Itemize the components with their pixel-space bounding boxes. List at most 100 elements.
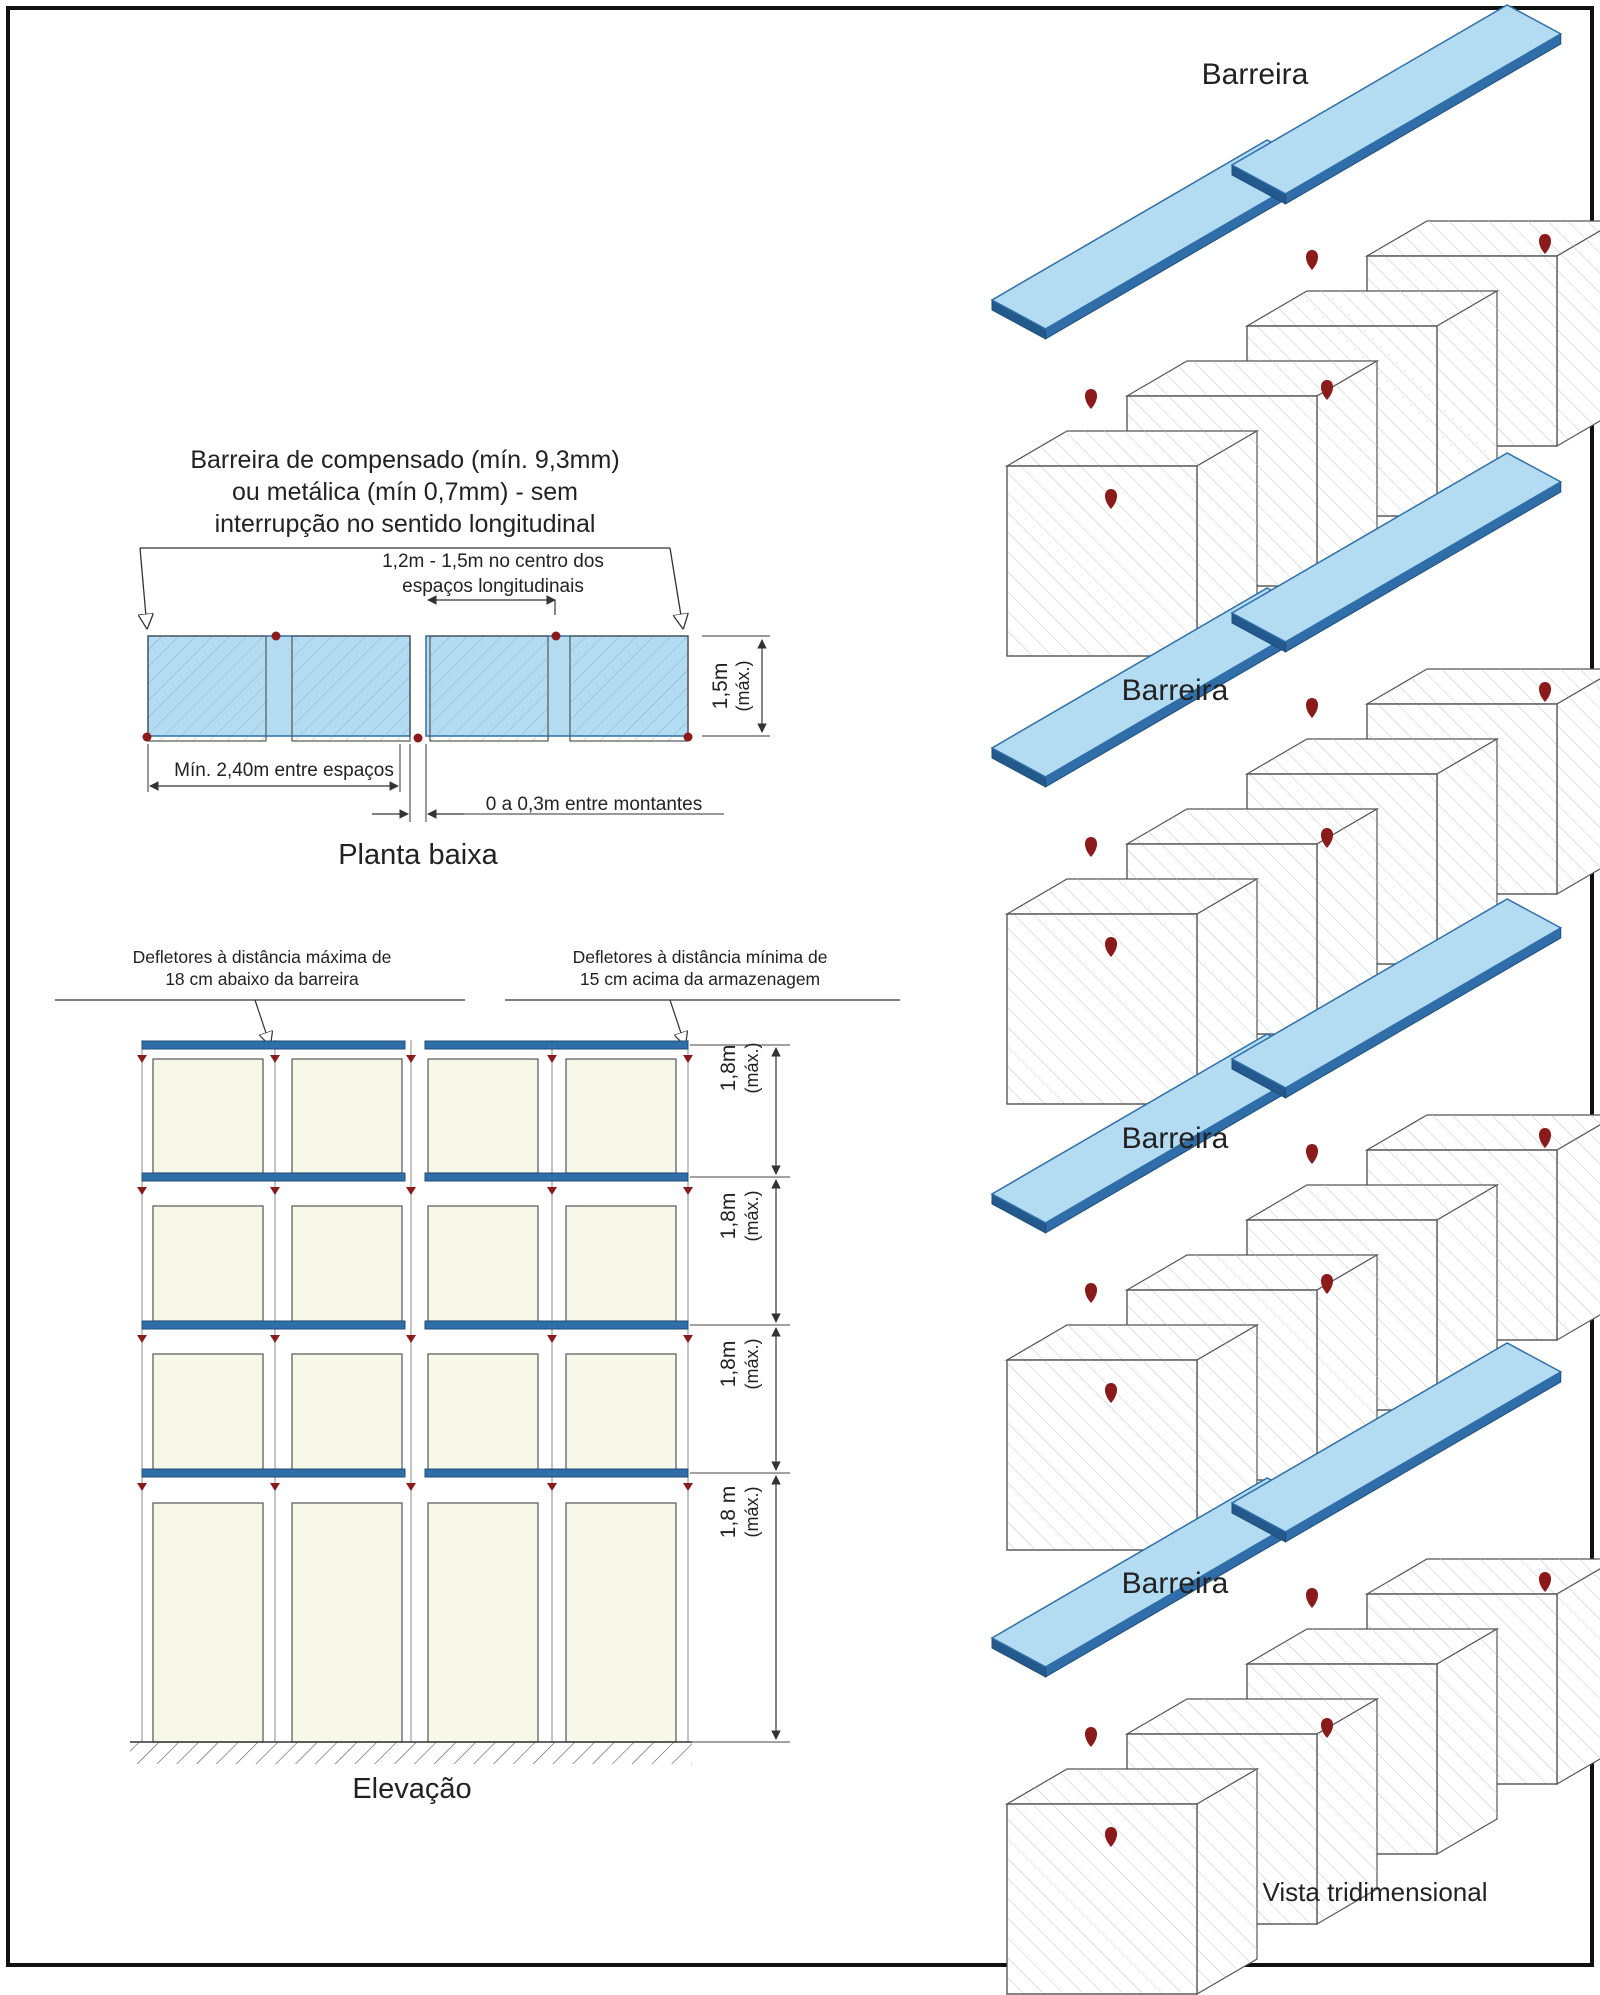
- deflector-max-line-1: Defletores à distância máxima de: [133, 947, 392, 967]
- elevation-storage-block: [565, 1353, 677, 1471]
- elevation-storage-block: [427, 1058, 539, 1174]
- plan-storage-1: [147, 635, 267, 742]
- plan-height-label: 1,5m: [709, 663, 732, 710]
- elevation-sprinkler: [406, 1187, 416, 1195]
- three-d-cube-side-hatch: [1197, 879, 1257, 1104]
- elevation-sprinkler: [406, 1055, 416, 1063]
- three-d-cube-front-hatch: [1006, 1803, 1198, 1995]
- three-d-cube-front-hatch: [1006, 465, 1198, 657]
- three-d-barrier-slab: [1230, 898, 1563, 1089]
- three-d-barrier-slab: [1230, 452, 1563, 643]
- elevation-storage-block: [565, 1205, 677, 1322]
- three-d-sprinkler: [1320, 380, 1334, 400]
- three-d-sprinkler: [1104, 489, 1118, 509]
- three-d-cube-side-hatch: [1557, 678, 1600, 894]
- elevation-storage-block: [152, 1058, 264, 1174]
- plan-title: Planta baixa: [338, 839, 498, 871]
- elevation-sprinkler: [270, 1483, 280, 1491]
- three-d-sprinkler: [1538, 234, 1552, 254]
- deflector-max-line-2: 18 cm abaixo da barreira: [165, 969, 359, 989]
- elevation-storage-block: [427, 1502, 539, 1743]
- three-d-cube-front-hatch: [1006, 1359, 1198, 1551]
- three-d-cube-top-hatch: [1127, 1255, 1377, 1290]
- elevation-sprinkler: [683, 1335, 693, 1343]
- plan-sprinkler-4: [551, 631, 561, 641]
- elevation-sprinkler: [137, 1187, 147, 1195]
- elevation-barrier-bar: [424, 1468, 689, 1478]
- three-d-sprinkler: [1084, 1727, 1098, 1747]
- elevation-sprinkler: [270, 1055, 280, 1063]
- elevation-sprinkler: [406, 1483, 416, 1491]
- elevation-title: Elevação: [352, 1773, 471, 1805]
- elevation-sprinkler: [683, 1483, 693, 1491]
- plan-storage-3: [429, 635, 549, 742]
- elevation-storage-block: [565, 1058, 677, 1174]
- plan-storage-4: [569, 635, 689, 742]
- three-d-sprinkler: [1305, 1588, 1319, 1608]
- elevation-rack: [137, 1040, 790, 1743]
- three-d-cube-side-hatch: [1317, 809, 1377, 1034]
- elevation-barrier-bar: [141, 1040, 406, 1050]
- plan-sprinkler-1: [142, 732, 152, 742]
- three-d-sprinkler: [1084, 1283, 1098, 1303]
- three-d-sprinkler: [1538, 1128, 1552, 1148]
- elevation-barrier-bar: [424, 1320, 689, 1330]
- elevation-sprinkler: [547, 1187, 557, 1195]
- three-d-sprinkler: [1538, 682, 1552, 702]
- three-d-cube-side-hatch: [1557, 1568, 1600, 1784]
- three-d-cube-front-hatch: [1006, 913, 1198, 1105]
- elevation-barrier-bar: [141, 1320, 406, 1330]
- three-d-cube-side-hatch: [1557, 1124, 1600, 1340]
- level-1-sub: (máx.): [742, 1043, 762, 1094]
- three-d-cube-top-hatch: [1247, 291, 1497, 326]
- three-d-cube-side-hatch: [1557, 230, 1600, 446]
- plan-min-spacing: Mín. 2,40m entre espaços: [174, 760, 394, 781]
- three-d-cube-top-hatch: [1007, 431, 1257, 466]
- three-d-cube-top-hatch: [1127, 361, 1377, 396]
- elevation-sprinkler: [270, 1187, 280, 1195]
- elevation-sprinkler: [547, 1335, 557, 1343]
- level-2-height: 1,8m: [717, 1193, 740, 1240]
- elevation-view: Defletores à distância máxima de 18 cm a…: [55, 947, 900, 1805]
- three-d-sprinkler: [1320, 1274, 1334, 1294]
- barrier-note-line-3: interrupção no sentido longitudinal: [215, 510, 596, 538]
- three-d-barrier-label-2: Barreira: [1122, 674, 1229, 707]
- deflector-min-line-1: Defletores à distância mínima de: [573, 947, 828, 967]
- elevation-sprinkler: [683, 1055, 693, 1063]
- elevation-sprinkler: [547, 1483, 557, 1491]
- barrier-leader-left: [140, 547, 147, 628]
- elevation-sprinkler: [137, 1055, 147, 1063]
- three-d-cube-side-hatch: [1317, 361, 1377, 586]
- elevation-sprinkler: [406, 1335, 416, 1343]
- three-d-cube-side-hatch: [1437, 1185, 1497, 1410]
- deflector-min-line-2: 15 cm acima da armazenagem: [580, 969, 820, 989]
- plan-sprinkler-2: [271, 631, 281, 641]
- elevation-storage-block: [152, 1353, 264, 1471]
- three-d-title: Vista tridimensional: [1263, 1877, 1488, 1907]
- elevation-sprinkler: [137, 1335, 147, 1343]
- plan-storage-2: [291, 635, 411, 742]
- three-d-sprinkler: [1305, 698, 1319, 718]
- three-d-sprinkler: [1320, 1718, 1334, 1738]
- three-d-sprinkler: [1305, 1144, 1319, 1164]
- three-d-cube-side-hatch: [1437, 291, 1497, 516]
- three-d-barrier-slab: [1230, 1342, 1563, 1533]
- elevation-ground: [130, 1742, 692, 1764]
- three-d-cube-top-hatch: [1247, 1185, 1497, 1220]
- barrier-note-line-2: ou metálica (mín 0,7mm) - sem: [232, 478, 578, 506]
- three-d-body: [990, 4, 1600, 1995]
- elevation-sprinkler: [547, 1055, 557, 1063]
- three-d-cube-top-hatch: [1247, 1629, 1497, 1664]
- elevation-storage-block: [291, 1205, 403, 1322]
- plan-sprinkler-5: [683, 732, 693, 742]
- level-3-height: 1,8m: [717, 1341, 740, 1388]
- center-note-line-1: 1,2m - 1,5m no centro dos: [382, 551, 604, 572]
- level-1-height: 1,8m: [717, 1045, 740, 1092]
- three-d-cube-top-hatch: [1127, 1699, 1377, 1734]
- elevation-storage-block: [565, 1502, 677, 1743]
- plan-sprinkler-3: [413, 733, 423, 743]
- deflector-min-arrow: [669, 999, 685, 1045]
- plan-upright-gap: 0 a 0,3m entre montantes: [486, 794, 703, 815]
- level-4-height: 1,8 m: [717, 1486, 740, 1539]
